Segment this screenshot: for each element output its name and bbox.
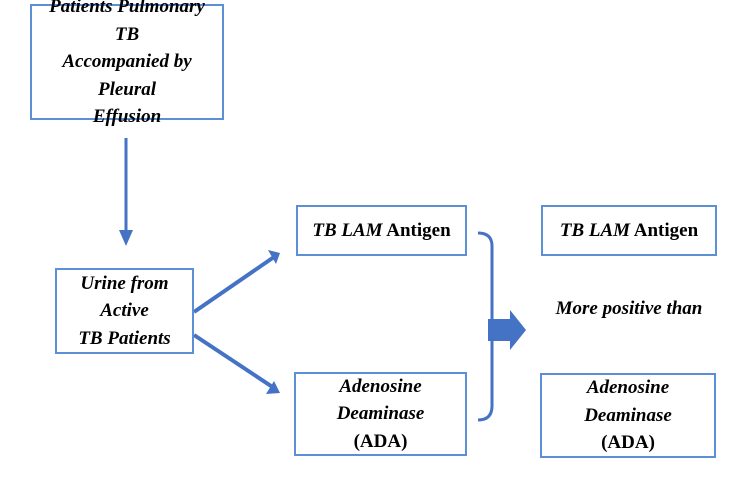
ada-box-left: Adenosine Deaminase (ADA): [294, 372, 467, 456]
block-arrow-right: [488, 310, 526, 350]
patients-line-1: Patients Pulmonary TB: [49, 0, 205, 45]
ada-right-line-1: Adenosine Deaminase: [584, 377, 672, 426]
ada-right-line-2: (ADA): [601, 432, 655, 454]
arrow-to-ada: [192, 333, 280, 394]
tb-lam-antigen-box-right: TB LAM Antigen: [541, 205, 717, 256]
tb-lam-right-rest: Antigen: [630, 219, 699, 241]
patients-line-2: Accompanied by Pleural: [62, 51, 192, 100]
ada-box-right: Adenosine Deaminase (ADA): [540, 373, 716, 458]
tb-lam-right-italic: TB LAM: [559, 219, 631, 241]
tb-lam-right-label: TB LAM Antigen: [560, 217, 698, 245]
tb-lam-antigen-box-left: TB LAM Antigen: [296, 205, 467, 256]
urine-line-2: TB Patients: [78, 327, 171, 349]
tb-lam-left-label: TB LAM Antigen: [312, 217, 450, 245]
patients-box: Patients Pulmonary TB Accompanied by Ple…: [30, 0, 224, 127]
urine-box: Urine from Active TB Patients: [55, 268, 194, 354]
tb-lam-left-italic: TB LAM: [312, 219, 383, 241]
ada-left-line-1: Adenosine Deaminase: [336, 375, 425, 425]
tb-lam-left-rest: Antigen: [382, 219, 451, 241]
patients-line-3: Effusion: [92, 106, 162, 128]
ada-left-line-2: (ADA): [353, 430, 408, 452]
down-arrow: [119, 138, 133, 246]
comparison-text: More positive than: [555, 298, 703, 319]
urine-line-1: Urine from Active: [80, 272, 169, 322]
arrow-to-tb-lam: [192, 250, 280, 314]
